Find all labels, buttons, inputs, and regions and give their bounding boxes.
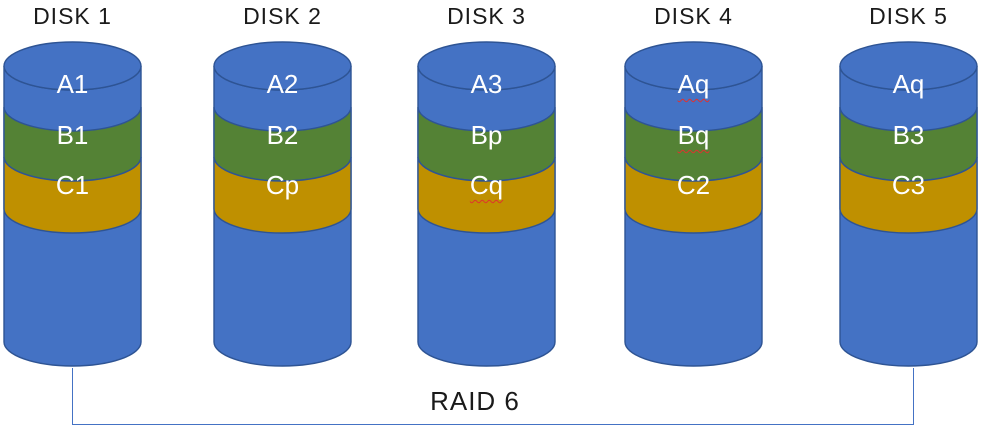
raid-group-label: RAID 6 — [430, 386, 520, 416]
disk-cylinder-icon — [417, 41, 556, 367]
block-label: B2 — [266, 120, 299, 150]
block-label: A2 — [266, 69, 299, 99]
block-label: C1 — [55, 170, 90, 200]
disk-1-title: DISK 1 — [33, 3, 112, 29]
block-label: Cq — [469, 170, 504, 200]
disk-4-title: DISK 4 — [654, 3, 733, 29]
block-label: C3 — [891, 170, 926, 200]
disk-cylinder-icon — [3, 41, 142, 367]
block-label: B3 — [892, 120, 925, 150]
block-label: Aq — [677, 69, 710, 99]
block-label: A3 — [470, 69, 503, 99]
disk-4: DISK 4 Aq Bq C2 — [623, 0, 764, 380]
disk-1: DISK 1 A1 B1 C1 — [2, 0, 143, 380]
disk-cylinder-icon — [213, 41, 352, 367]
block-label: Bp — [470, 120, 503, 150]
block-label: Cp — [265, 170, 300, 200]
disk-cylinder-icon — [624, 41, 763, 367]
block-label: C2 — [676, 170, 711, 200]
block-label: A1 — [56, 69, 89, 99]
disk-cylinder-icon — [839, 41, 978, 367]
raid-group-bracket — [72, 368, 914, 425]
block-label: Bq — [677, 120, 710, 150]
disk-5: DISK 5 Aq B3 C3 — [838, 0, 979, 380]
disk-3: DISK 3 A3 Bp Cq — [416, 0, 557, 380]
disk-5-title: DISK 5 — [869, 3, 948, 29]
block-label: Aq — [892, 69, 925, 99]
block-label: B1 — [56, 120, 89, 150]
disk-2-title: DISK 2 — [243, 3, 322, 29]
disk-2: DISK 2 A2 B2 Cp — [212, 0, 353, 380]
disk-3-title: DISK 3 — [447, 3, 526, 29]
